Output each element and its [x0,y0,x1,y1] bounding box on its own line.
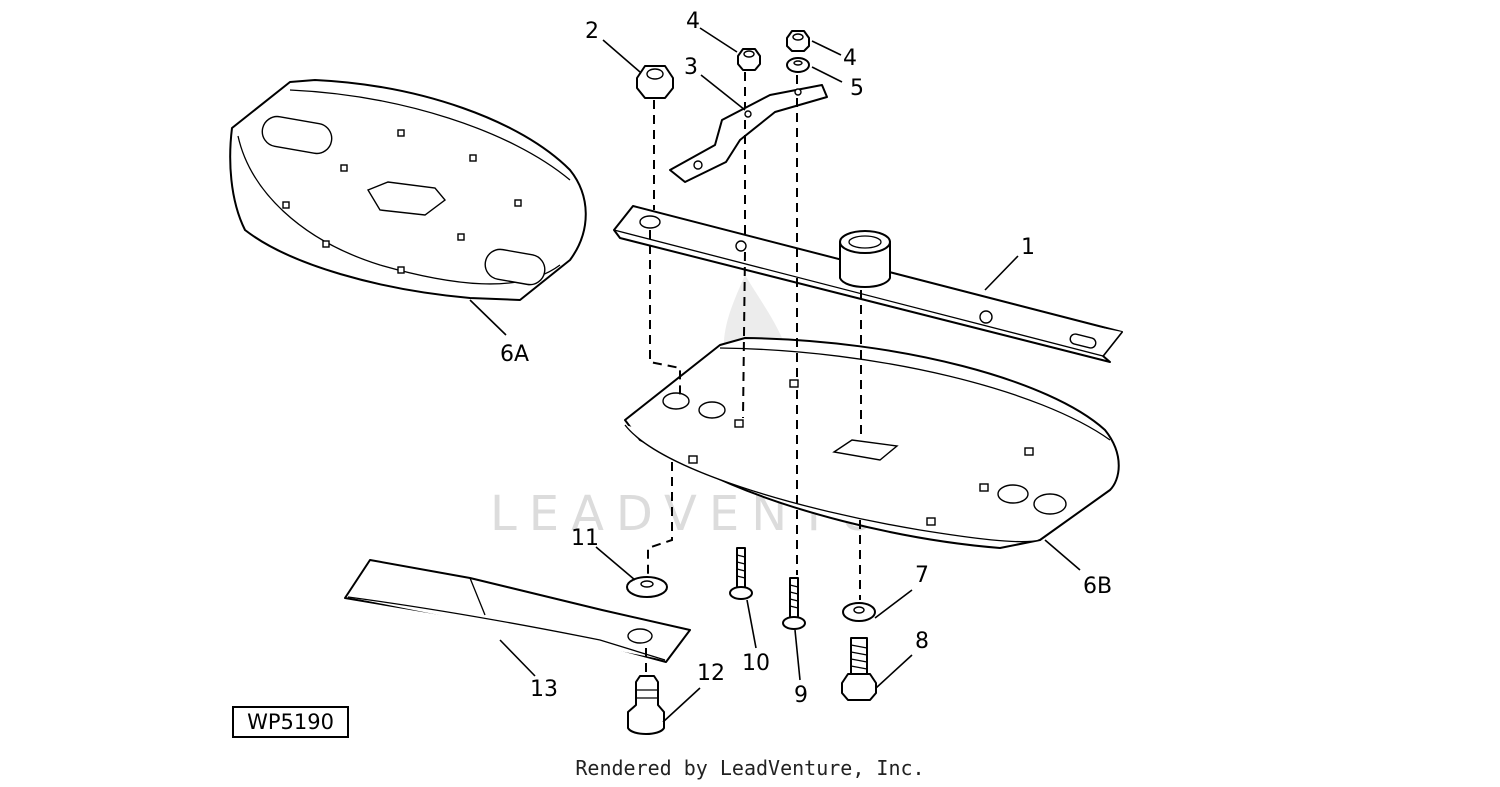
part-3-bracket [669,84,828,183]
part-1-mounting-bar [613,205,1123,363]
render-credit: Rendered by LeadVenture, Inc. [575,756,925,780]
part-5-washer [786,57,810,73]
part-4-small-nuts [737,30,810,71]
part-13-blade [344,559,691,663]
callout-7: 7 [915,563,929,588]
part-12-blade-bolt [627,675,665,735]
part-10-carriage-bolt [729,547,753,600]
part-9-carriage-bolt [782,577,806,630]
leader-lines [469,27,1081,723]
part-11-washer [626,576,668,598]
callout-12: 12 [697,661,725,686]
callout-8: 8 [915,629,929,654]
callout-labels: 2 3 4 4 5 1 6A 6B 11 7 8 10 9 12 13 [500,9,1112,708]
callout-4-left: 4 [686,9,700,34]
callout-4-right: 4 [843,46,857,71]
figure-id-label: WP5190 [232,706,349,738]
callout-6a: 6A [500,342,529,367]
part-7-lock-washer [842,602,876,622]
callout-5: 5 [850,76,864,101]
part-8-hex-bolt [841,637,877,701]
callout-6b: 6B [1083,574,1112,599]
callout-3: 3 [684,55,698,80]
callout-9: 9 [794,683,808,708]
callout-2: 2 [585,19,599,44]
callout-11: 11 [571,526,599,551]
callout-10: 10 [742,651,770,676]
callout-1: 1 [1021,235,1035,260]
part-6b-deck-plate [624,337,1120,549]
callout-13: 13 [530,677,558,702]
part-2-hex-nut [636,65,674,99]
part-6a-deck-plate [229,79,587,301]
assembly-lines [645,72,862,675]
